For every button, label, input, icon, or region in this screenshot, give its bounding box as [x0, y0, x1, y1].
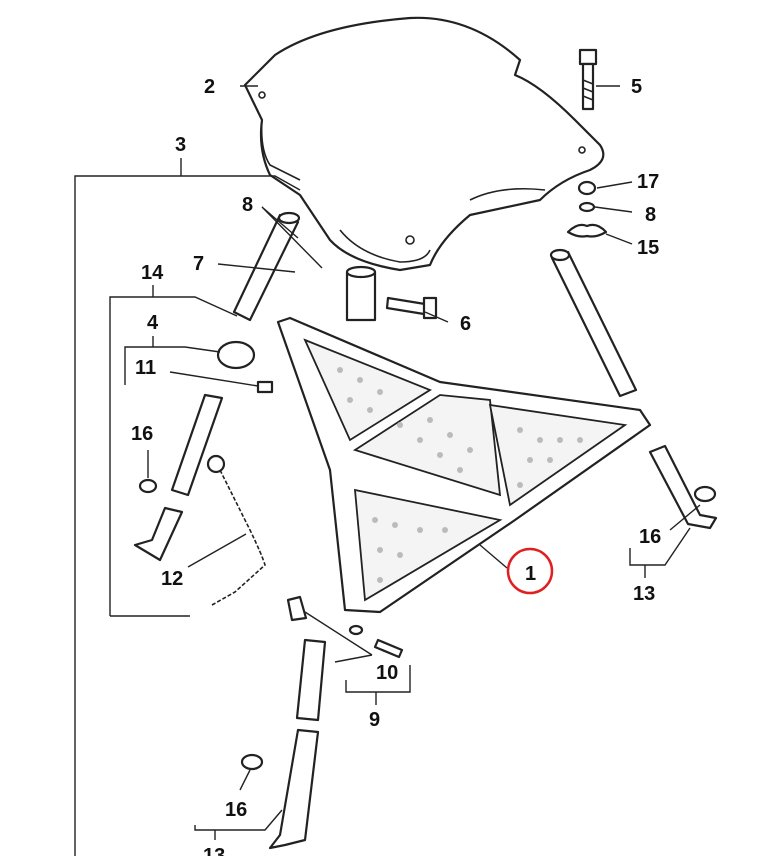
callout-5: 5 — [631, 76, 642, 98]
triangle-tray — [276, 316, 652, 614]
leaders — [74, 85, 701, 856]
callout-8: 8 — [645, 204, 656, 226]
callout-4: 4 — [147, 312, 159, 334]
callout-2: 2 — [204, 76, 215, 98]
callout-1: 1 — [525, 563, 536, 585]
leg-tube-right — [549, 248, 638, 398]
callout-16: 16 — [225, 799, 247, 821]
highlight-circle — [506, 547, 554, 595]
top-plate — [243, 16, 605, 272]
callout-8: 8 — [242, 194, 253, 216]
callout-10: 10 — [376, 662, 398, 684]
pin-9 — [348, 624, 404, 659]
callout-12: 12 — [161, 568, 183, 590]
bolt — [578, 48, 598, 111]
pivot-bolt — [385, 296, 438, 320]
callout-16: 16 — [131, 423, 153, 445]
callout-11: 11 — [135, 357, 156, 379]
leg-sleeve — [345, 265, 377, 322]
callout-15: 15 — [637, 237, 659, 259]
callout-17: 17 — [637, 171, 659, 193]
callout-9: 9 — [369, 709, 380, 731]
callout-3: 3 — [175, 134, 186, 156]
right-foot — [648, 444, 718, 530]
callout-13: 13 — [203, 845, 225, 856]
callout-14: 14 — [141, 262, 164, 284]
short-leg-tube — [133, 393, 224, 562]
fasteners-right — [566, 180, 608, 238]
callout-16: 16 — [639, 526, 661, 548]
bottom-leg — [240, 595, 327, 850]
callout-6: 6 — [460, 313, 471, 335]
callout-7: 7 — [193, 253, 204, 275]
leg-tube-upper-left — [232, 211, 301, 322]
callout-13: 13 — [633, 583, 655, 605]
clamp-knob — [216, 340, 274, 394]
chain — [206, 454, 266, 606]
